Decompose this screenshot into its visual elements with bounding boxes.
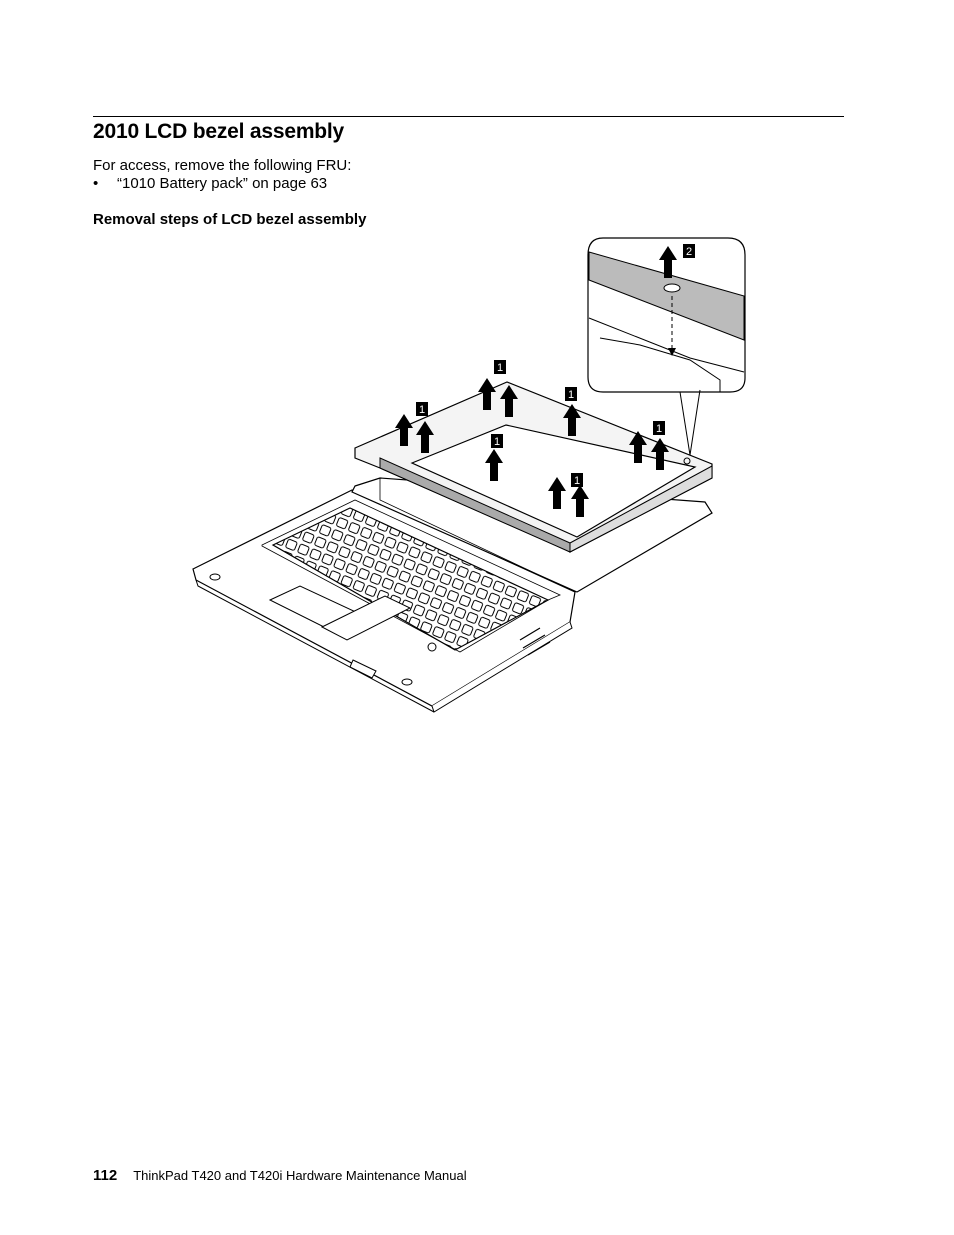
palmrest-details bbox=[209, 573, 551, 686]
callout-label: 1 bbox=[568, 389, 574, 401]
callout-2: 2 bbox=[683, 244, 695, 258]
up-arrow-icon bbox=[563, 404, 581, 436]
callout-label: 1 bbox=[494, 436, 500, 448]
callout-1: 1 bbox=[653, 421, 665, 435]
up-arrow-icon bbox=[629, 431, 647, 463]
touchpad bbox=[268, 585, 412, 641]
up-arrow-icon bbox=[395, 414, 413, 446]
bezel-removal-figure: 1 1 1 1 1 1 2 bbox=[192, 237, 746, 713]
prereq-list-item: • “1010 Battery pack” on page 63 bbox=[93, 175, 327, 192]
intro-text: For access, remove the following FRU: bbox=[93, 157, 352, 174]
callout-label: 1 bbox=[656, 423, 662, 435]
manual-title: ThinkPad T420 and T420i Hardware Mainten… bbox=[133, 1168, 467, 1183]
callout-label: 1 bbox=[419, 404, 425, 416]
up-arrow-icon bbox=[659, 246, 677, 278]
lcd-bezel bbox=[354, 381, 713, 553]
removal-steps-heading: Removal steps of LCD bezel assembly bbox=[93, 211, 367, 228]
callout-1: 1 bbox=[571, 473, 583, 487]
up-arrow-icon bbox=[571, 485, 589, 517]
step-callouts: 1 1 1 1 1 1 2 bbox=[416, 244, 695, 487]
callout-label: 1 bbox=[497, 362, 503, 374]
callout-1: 1 bbox=[416, 402, 428, 416]
up-arrow-icon bbox=[500, 385, 518, 417]
lift-arrows bbox=[395, 246, 677, 517]
callout-label: 1 bbox=[574, 475, 580, 487]
callout-1: 1 bbox=[565, 387, 577, 401]
up-arrow-icon bbox=[478, 378, 496, 410]
callout-1: 1 bbox=[491, 434, 503, 448]
up-arrow-icon bbox=[548, 477, 566, 509]
title-rule bbox=[93, 116, 844, 117]
page-number: 112 bbox=[93, 1167, 118, 1184]
section-title: 2010 LCD bezel assembly bbox=[93, 120, 345, 143]
prereq-link[interactable]: “1010 Battery pack” on page 63 bbox=[117, 175, 328, 192]
up-arrow-icon bbox=[485, 449, 503, 481]
up-arrow-icon bbox=[651, 438, 669, 470]
bullet-marker: • bbox=[93, 175, 99, 192]
callout-1: 1 bbox=[494, 360, 506, 374]
hook-detail-inset bbox=[587, 237, 746, 456]
callout-label: 2 bbox=[686, 246, 692, 258]
up-arrow-icon bbox=[416, 421, 434, 453]
page-footer: 112 ThinkPad T420 and T420i Hardware Main… bbox=[93, 1167, 467, 1184]
